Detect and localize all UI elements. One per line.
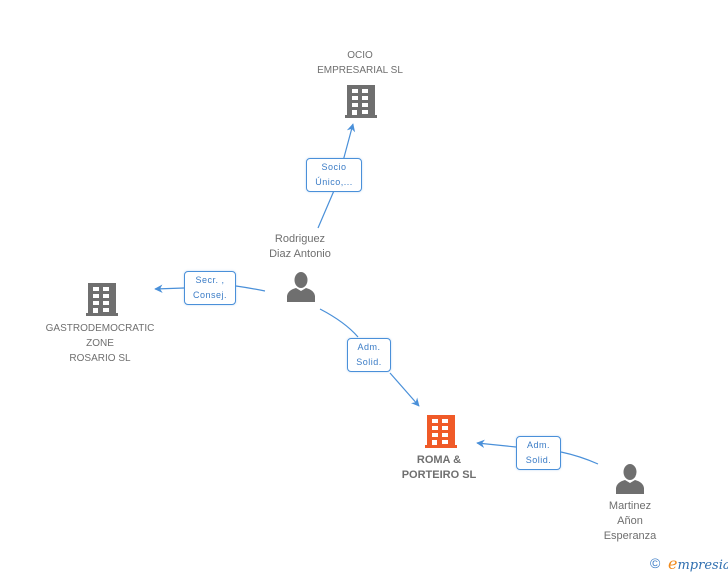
person-icon-martinez[interactable] [616, 464, 644, 494]
brand-initial: e [668, 554, 678, 573]
edge-martinez-roma [477, 443, 599, 465]
empresia-logo[interactable]: empresia [668, 554, 728, 573]
building-icon-gastro[interactable] [86, 283, 118, 316]
building-icon-ocio[interactable] [345, 85, 377, 118]
copyright-icon: © [650, 555, 661, 571]
node-label-gastro[interactable]: GASTRODEMOCRATIC ZONE ROSARIO SL [45, 323, 155, 364]
edge-label-secr-consej[interactable]: Secr. , Consej. [184, 271, 236, 305]
node-label-martinez[interactable]: Martinez Añon Esperanza [603, 500, 657, 542]
edge-label-adm-solid-rodriguez[interactable]: Adm. Solid. [347, 338, 391, 372]
node-label-ocio[interactable]: OCIO EMPRESARIAL SL [317, 50, 403, 76]
building-icon-roma[interactable] [425, 415, 457, 448]
edge-label-socio-unico[interactable]: Socio Único,... [306, 158, 362, 192]
brand-name: mpresia [677, 558, 728, 573]
edge-rodriguez-gastro [155, 286, 266, 291]
edge-rodriguez-roma [319, 308, 419, 406]
node-label-roma[interactable]: ROMA & PORTEIRO SL [401, 454, 477, 481]
edge-label-adm-solid-martinez[interactable]: Adm. Solid. [516, 436, 561, 470]
node-label-rodriguez[interactable]: Rodriguez Diaz Antonio [269, 233, 331, 260]
person-icon-rodriguez[interactable] [287, 272, 315, 302]
